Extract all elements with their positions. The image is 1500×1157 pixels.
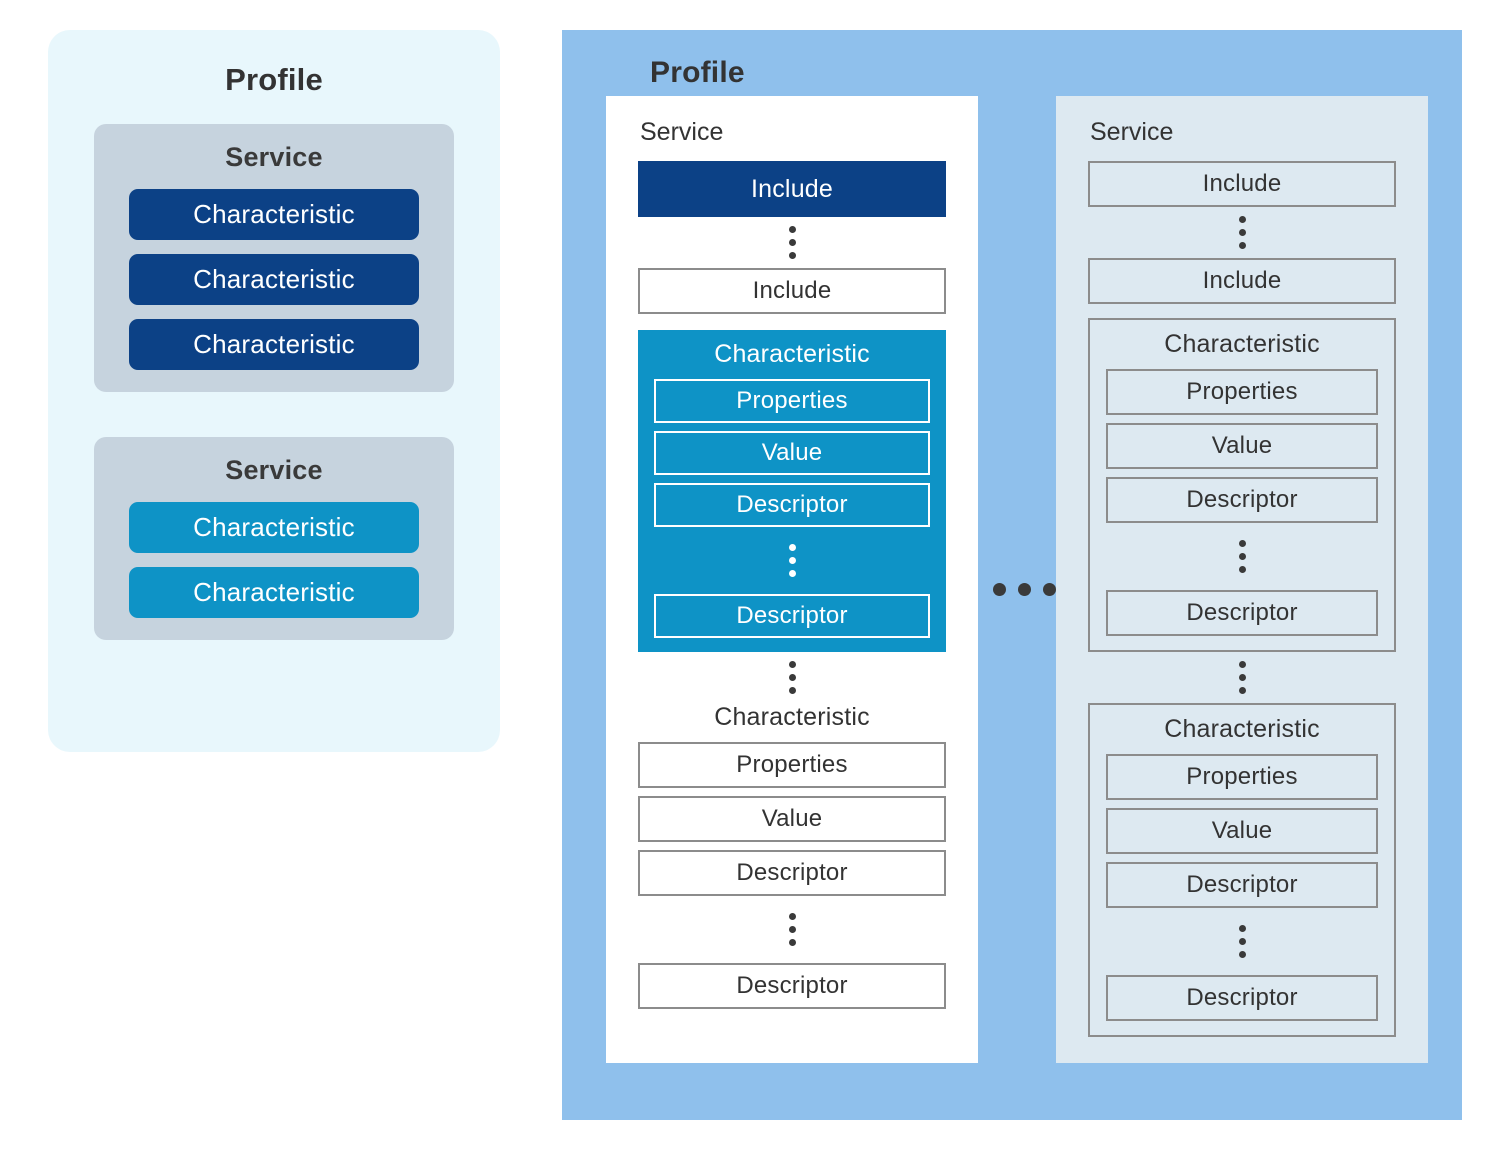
column-2-characteristic-2-title: Characteristic xyxy=(1164,715,1320,743)
column-2-char-1-descriptor-first: Descriptor xyxy=(1106,477,1378,523)
column-1-char-1-value: Value xyxy=(654,431,930,475)
left-service-2: Service Characteristic Characteristic xyxy=(94,437,454,640)
left-service-1-title: Service xyxy=(225,142,323,172)
column-2-char-2-descriptor-first: Descriptor xyxy=(1106,862,1378,908)
column-spacer xyxy=(978,96,1056,1063)
column-1-char-1-descriptor-first: Descriptor xyxy=(654,483,930,527)
column-1-characteristic-2: Characteristic Properties Value Descript… xyxy=(638,703,946,1009)
horizontal-ellipsis-icon xyxy=(993,583,1056,596)
column-1-char-2-value: Value xyxy=(638,796,946,842)
left-service-2-characteristic-2: Characteristic xyxy=(129,567,419,618)
column-1-include-first: Include xyxy=(638,161,946,217)
column-2-char-2-value: Value xyxy=(1106,808,1378,854)
column-1-characteristic-2-title: Characteristic xyxy=(714,703,870,731)
vertical-ellipsis-icon xyxy=(1106,916,1378,967)
service-column-detailed: Service Include Include Characteristic P… xyxy=(606,96,978,1063)
left-service-1-characteristic-2: Characteristic xyxy=(129,254,419,305)
service-column-secondary: Service Include Include Characteristic P… xyxy=(1056,96,1428,1063)
vertical-ellipsis-icon xyxy=(638,217,946,268)
left-service-1-characteristic-3: Characteristic xyxy=(129,319,419,370)
column-2-characteristic-1-title: Characteristic xyxy=(1164,330,1320,358)
left-profile-panel: Profile Service Characteristic Character… xyxy=(48,30,500,752)
column-1-characteristic-1-title: Characteristic xyxy=(714,340,870,368)
right-profile-title: Profile xyxy=(650,56,745,89)
column-1-char-2-properties: Properties xyxy=(638,742,946,788)
column-2-include-last: Include xyxy=(1088,258,1396,304)
column-2-char-1-value: Value xyxy=(1106,423,1378,469)
column-2-characteristic-1: Characteristic Properties Value Descript… xyxy=(1088,318,1396,652)
column-1-service-title: Service xyxy=(640,118,724,146)
vertical-ellipsis-icon xyxy=(1106,531,1378,582)
left-service-1-characteristic-1: Characteristic xyxy=(129,189,419,240)
service-columns: Service Include Include Characteristic P… xyxy=(606,96,1428,1063)
left-profile-title: Profile xyxy=(225,62,323,97)
column-2-char-1-descriptor-last: Descriptor xyxy=(1106,590,1378,636)
vertical-ellipsis-icon xyxy=(654,535,930,586)
column-2-char-1-properties: Properties xyxy=(1106,369,1378,415)
left-service-2-characteristic-1: Characteristic xyxy=(129,502,419,553)
column-2-include-first: Include xyxy=(1088,161,1396,207)
vertical-ellipsis-icon xyxy=(638,904,946,955)
column-2-char-2-properties: Properties xyxy=(1106,754,1378,800)
column-1-char-1-descriptor-last: Descriptor xyxy=(654,594,930,638)
vertical-ellipsis-icon xyxy=(1088,652,1396,703)
column-2-characteristic-2: Characteristic Properties Value Descript… xyxy=(1088,703,1396,1037)
right-profile-panel: Profile Service Include Include Characte… xyxy=(562,30,1462,1120)
left-service-1: Service Characteristic Characteristic Ch… xyxy=(94,124,454,392)
column-1-char-1-properties: Properties xyxy=(654,379,930,423)
column-1-characteristic-1: Characteristic Properties Value Descript… xyxy=(638,330,946,652)
column-2-service-title: Service xyxy=(1090,118,1174,146)
vertical-ellipsis-icon xyxy=(1088,207,1396,258)
column-1-include-last: Include xyxy=(638,268,946,314)
column-1-char-2-descriptor-first: Descriptor xyxy=(638,850,946,896)
column-1-char-2-descriptor-last: Descriptor xyxy=(638,963,946,1009)
left-service-2-title: Service xyxy=(225,455,323,485)
vertical-ellipsis-icon xyxy=(638,652,946,703)
column-2-char-2-descriptor-last: Descriptor xyxy=(1106,975,1378,1021)
